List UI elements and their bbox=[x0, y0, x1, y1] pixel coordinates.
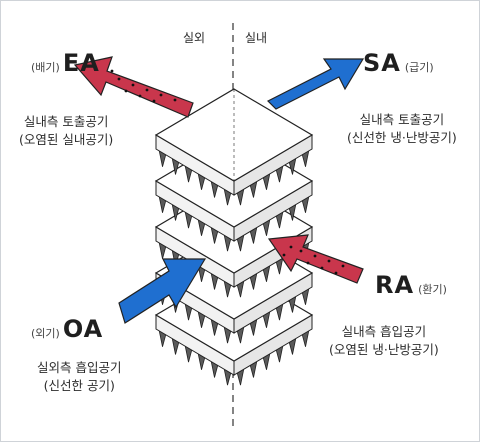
ra-suffix: (환기) bbox=[418, 283, 447, 296]
sa-line2: (신선한 냉·난방공기) bbox=[347, 130, 457, 145]
sa-description: 실내측 토출공기 (신선한 냉·난방공기) bbox=[347, 111, 457, 147]
ra-line2: (오염된 냉·난방공기) bbox=[329, 342, 439, 357]
ea-dot bbox=[124, 89, 128, 93]
oa-label: (외기)OA bbox=[31, 315, 103, 343]
ra-arrow bbox=[267, 234, 364, 284]
ea-arrow bbox=[73, 56, 194, 118]
ea-line1: 실내측 토출공기 bbox=[23, 114, 109, 129]
ea-label: (배기)EA bbox=[31, 49, 100, 77]
ra-dot bbox=[334, 271, 338, 275]
oa-prefix: (외기) bbox=[31, 327, 60, 340]
ra-dot bbox=[313, 254, 317, 258]
oa-line2: (신선한 공기) bbox=[43, 378, 115, 393]
ea-prefix: (배기) bbox=[31, 61, 60, 74]
ra-dot bbox=[299, 249, 303, 253]
ea-dot bbox=[145, 88, 149, 92]
ea-code: EA bbox=[62, 49, 100, 77]
ra-label: RA(환기) bbox=[375, 271, 450, 299]
heat-exchanger-core bbox=[154, 88, 314, 386]
ra-code: RA bbox=[375, 271, 415, 299]
indoor-zone-label: 실내 bbox=[245, 31, 268, 45]
ra-dot bbox=[327, 259, 331, 263]
ea-line2: (오염된 실내공기) bbox=[19, 132, 114, 147]
ea-dot bbox=[131, 83, 135, 87]
oa-arrow bbox=[118, 258, 207, 324]
ra-dot bbox=[341, 264, 345, 268]
ra-dot bbox=[320, 266, 324, 270]
ea-dot bbox=[173, 98, 177, 102]
ra-dot bbox=[282, 253, 286, 257]
sa-arrow bbox=[266, 58, 365, 110]
ea-dot bbox=[110, 69, 114, 73]
sa-suffix: (급기) bbox=[404, 61, 434, 74]
ra-line1: 실내측 흡입공기 bbox=[341, 324, 427, 339]
ea-dot bbox=[152, 99, 156, 103]
ra-description: 실내측 흡입공기 (오염된 냉·난방공기) bbox=[329, 323, 439, 359]
oa-description: 실외측 흡입공기 (신선한 공기) bbox=[37, 359, 121, 395]
oa-line1: 실외측 흡입공기 bbox=[37, 360, 122, 375]
sa-label: SA(급기) bbox=[363, 49, 437, 77]
sa-line1: 실내측 토출공기 bbox=[359, 112, 445, 127]
ra-dot bbox=[306, 261, 310, 265]
sa-code: SA bbox=[363, 49, 401, 77]
ea-dot bbox=[159, 93, 163, 97]
ea-dot bbox=[138, 94, 142, 98]
ra-dot bbox=[289, 245, 293, 249]
ea-dot bbox=[117, 77, 121, 81]
ea-description: 실내측 토출공기 (오염된 실내공기) bbox=[19, 113, 113, 149]
oa-code: OA bbox=[62, 315, 104, 343]
core-layer bbox=[154, 88, 314, 206]
outdoor-zone-label: 실외 bbox=[183, 31, 206, 45]
